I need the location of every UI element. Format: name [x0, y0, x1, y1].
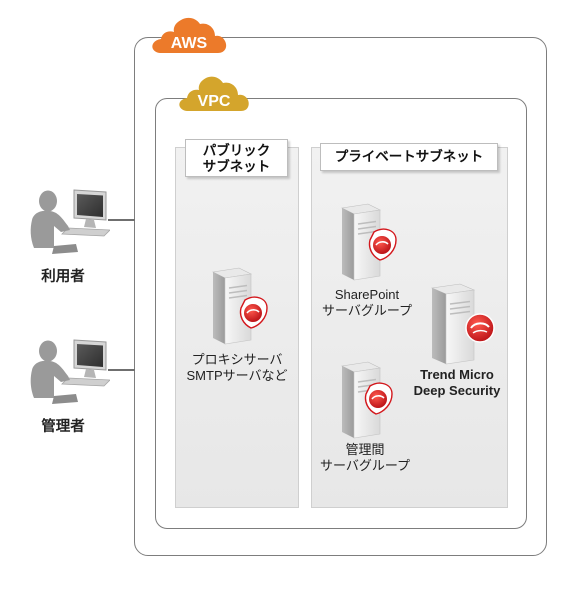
user-workstation-icon — [30, 189, 110, 254]
proxy-server-caption: プロキシサーバ SMTPサーバなど — [176, 352, 298, 384]
sharepoint-caption-line1: SharePoint — [334, 287, 400, 302]
aws-cloud-icon: AWS — [152, 17, 227, 53]
sharepoint-server-icon — [341, 203, 397, 281]
proxy-server-icon — [212, 267, 268, 345]
admin-label: 管理者 — [41, 419, 85, 435]
deep-security-server-icon — [430, 283, 495, 365]
aws-cloud-label: AWS — [171, 35, 208, 52]
public-subnet-label: パブリック サブネット — [185, 139, 288, 177]
user-connection-line — [108, 219, 135, 221]
sharepoint-caption-line2: サーバグループ — [321, 303, 413, 318]
public-subnet-label-line1: パブリック — [202, 143, 271, 158]
private-subnet-label: プライベートサブネット — [320, 143, 498, 171]
management-server-icon — [341, 361, 393, 439]
sharepoint-server-caption: SharePoint サーバグループ — [312, 287, 422, 319]
deep-security-caption-line2: Deep Security — [413, 383, 501, 398]
vpc-cloud-icon: VPC — [179, 76, 249, 111]
management-server-caption: 管理間 サーバグループ — [310, 442, 420, 474]
public-subnet-label-line2: サブネット — [202, 159, 271, 174]
management-caption-line1: 管理間 — [345, 442, 385, 457]
proxy-server-caption-line1: プロキシサーバ — [191, 352, 283, 367]
proxy-server-caption-line2: SMTPサーバなど — [186, 368, 288, 383]
admin-workstation-icon — [30, 339, 110, 404]
deep-security-caption: Trend Micro Deep Security — [404, 367, 510, 399]
vpc-cloud-label: VPC — [198, 93, 231, 110]
admin-connection-line — [108, 369, 135, 371]
management-caption-line2: サーバグループ — [319, 458, 411, 473]
user-label: 利用者 — [41, 269, 85, 285]
deep-security-caption-line1: Trend Micro — [420, 367, 494, 382]
